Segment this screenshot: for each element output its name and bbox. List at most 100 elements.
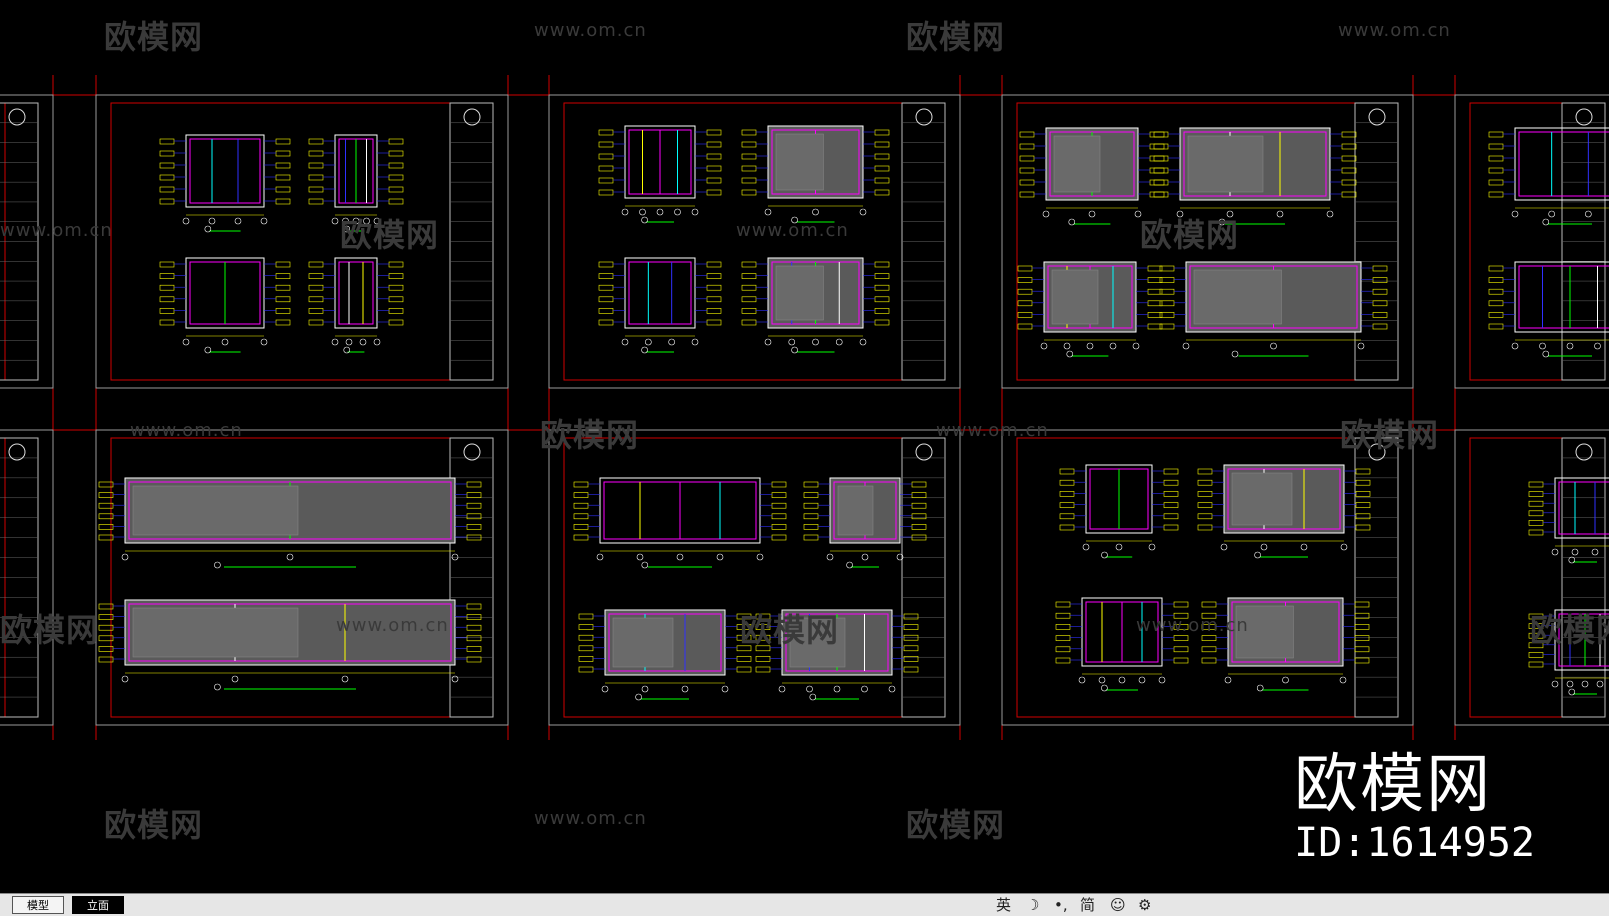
dimension-tag — [388, 284, 404, 291]
axis-marker — [764, 338, 772, 346]
dimension-tag — [874, 296, 890, 303]
emoji-icon[interactable]: ☺ — [1110, 896, 1126, 914]
dimension-tag — [736, 624, 752, 630]
dimension-tag — [308, 284, 324, 291]
dimension-tag — [706, 296, 722, 303]
elevation-wall — [338, 261, 374, 325]
caption-marker — [1066, 350, 1074, 358]
dimension-tag — [903, 634, 919, 641]
punctuation-icon[interactable]: •, — [1054, 896, 1068, 914]
dimension-tag — [1341, 179, 1357, 186]
axis-marker — [1088, 210, 1096, 218]
dimension-tag — [573, 502, 589, 509]
axis-marker — [639, 208, 646, 216]
axis-marker — [286, 553, 294, 561]
tab-elevation[interactable]: 立面 — [72, 896, 124, 914]
moon-icon[interactable]: ☽ — [1026, 896, 1040, 914]
dimension-tag — [308, 273, 324, 279]
axis-marker — [1115, 543, 1123, 551]
dimension-tag — [388, 198, 404, 205]
caption-marker — [809, 693, 817, 701]
axis-marker — [1176, 210, 1184, 218]
axis-marker — [1134, 210, 1142, 218]
dimension-tag — [159, 261, 175, 268]
axis-marker — [764, 208, 772, 216]
ime-language-toggle[interactable]: 英 — [996, 896, 1012, 914]
tab-model[interactable]: 模型 — [12, 896, 64, 914]
drawing-sheet — [95, 94, 509, 389]
dimension-tag — [1153, 131, 1169, 138]
axis-marker — [668, 338, 675, 346]
axis-marker — [716, 553, 724, 561]
axis-marker — [621, 208, 629, 216]
dimension-tag — [706, 273, 722, 279]
drawing-sheet — [0, 94, 54, 389]
axis-marker — [641, 685, 649, 693]
dimension-tag — [1197, 491, 1213, 497]
dimension-tag — [1197, 479, 1213, 486]
brand-stamp: 欧模网 ID:1614952 — [1294, 750, 1535, 866]
elevation-wall — [189, 138, 261, 204]
dimension-tag — [598, 165, 614, 172]
dimension-tag — [1019, 131, 1035, 138]
axis-marker — [596, 553, 604, 561]
firm-logo-icon — [1368, 108, 1386, 126]
dimension-tag — [1147, 277, 1163, 283]
dimension-tag — [1153, 143, 1169, 150]
caption-marker — [1254, 551, 1261, 559]
dimension-tag — [755, 613, 771, 620]
watermark-url: www.om.cn — [534, 808, 647, 829]
caption-marker — [641, 216, 648, 224]
dimension-tag — [578, 613, 594, 620]
elevation-drawing — [599, 477, 761, 544]
axis-marker — [1148, 543, 1156, 551]
dimension-tag — [466, 646, 482, 652]
dimension-tag — [903, 656, 919, 662]
axis-marker — [812, 208, 819, 216]
dimension-tag — [1173, 612, 1189, 619]
dimension-tag — [98, 646, 114, 652]
dimension-tag — [1019, 155, 1035, 162]
dimension-tag — [275, 261, 291, 268]
axis-marker — [1581, 680, 1589, 688]
cad-model-space[interactable]: 欧模网 www.om.cn 欧模网 www.om.cn 欧模网 www.om.c… — [0, 0, 1609, 893]
dimension-tag — [573, 492, 589, 498]
dimension-tag — [1201, 657, 1217, 664]
dimension-tag — [578, 666, 594, 673]
dimension-tag — [1488, 288, 1504, 295]
drawing-sheet — [1001, 94, 1414, 389]
axis-marker — [1571, 548, 1579, 556]
dimension-tag — [741, 284, 757, 291]
dimension-tag — [1059, 524, 1075, 531]
dimension-tag — [706, 129, 722, 136]
caption-marker — [846, 561, 853, 569]
dimension-tag — [1159, 265, 1175, 272]
dimension-tag — [598, 284, 614, 291]
elevation-drawing — [624, 257, 696, 329]
simplified-chinese-toggle[interactable]: 简 — [1080, 896, 1096, 914]
dimension-tag — [159, 284, 175, 291]
dimension-tag — [1355, 491, 1371, 497]
dimension-tag — [1059, 502, 1075, 508]
dimension-tag — [874, 261, 890, 268]
dimension-tag — [1488, 323, 1504, 330]
dimension-tag — [598, 296, 614, 303]
elevation-drawing — [1514, 261, 1609, 333]
dimension-tag — [1159, 277, 1175, 283]
dimension-tag — [578, 624, 594, 630]
axis-marker — [1585, 210, 1592, 218]
elevation-drawing — [1554, 609, 1609, 671]
dimension-tag — [308, 261, 324, 268]
axis-marker — [208, 217, 216, 225]
axis-marker — [345, 338, 353, 346]
stone-panel — [132, 485, 299, 536]
gear-icon[interactable]: ⚙ — [1138, 896, 1152, 914]
dimension-tag — [1488, 167, 1504, 174]
axis-marker — [645, 338, 652, 346]
axis-marker — [231, 675, 239, 683]
dimension-tag — [755, 624, 771, 630]
dimension-tag — [388, 162, 404, 169]
stone-panel — [612, 617, 674, 668]
axis-marker — [826, 553, 834, 561]
dimension-tag — [874, 273, 890, 279]
